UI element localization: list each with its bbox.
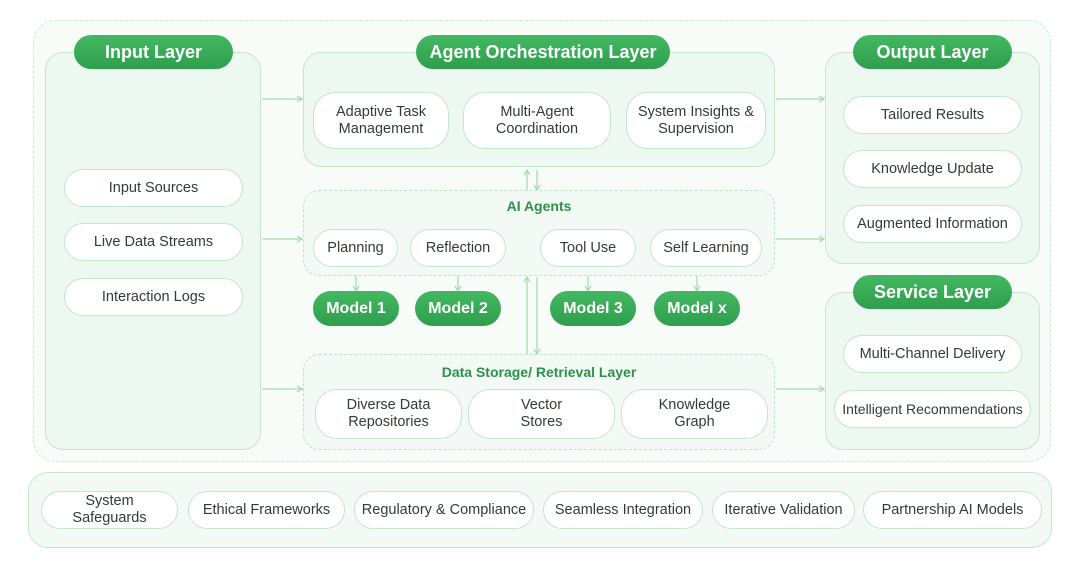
input-sources-item: Input Sources bbox=[64, 169, 243, 207]
ethical-frameworks-item: Ethical Frameworks bbox=[188, 491, 345, 529]
tool-use-item: Tool Use bbox=[540, 229, 636, 267]
vector-stores-item: Vector Stores bbox=[468, 389, 615, 439]
knowledge-update-item: Knowledge Update bbox=[843, 150, 1022, 188]
tailored-results-item: Tailored Results bbox=[843, 96, 1022, 134]
regulatory-compliance-item: Regulatory & Compliance bbox=[354, 491, 534, 529]
model-3-badge: Model 3 bbox=[550, 291, 636, 326]
intelligent-recommendations-item: Intelligent Recommendations bbox=[834, 390, 1031, 428]
ai-agents-title: AI Agents bbox=[506, 198, 572, 214]
augmented-information-item: Augmented Information bbox=[843, 205, 1022, 243]
multi-agent-coordination-item: Multi-Agent Coordination bbox=[463, 92, 611, 149]
diverse-data-repositories-item: Diverse Data Repositories bbox=[315, 389, 462, 439]
multi-channel-delivery-item: Multi-Channel Delivery bbox=[843, 335, 1022, 373]
partnership-ai-models-item: Partnership AI Models bbox=[863, 491, 1042, 529]
live-data-streams-item: Live Data Streams bbox=[64, 223, 243, 261]
seamless-integration-item: Seamless Integration bbox=[543, 491, 703, 529]
interaction-logs-item: Interaction Logs bbox=[64, 278, 243, 316]
system-insights-supervision-item: System Insights & Supervision bbox=[626, 92, 766, 149]
system-safeguards-item: System Safeguards bbox=[41, 491, 178, 529]
planning-item: Planning bbox=[313, 229, 398, 267]
model-2-badge: Model 2 bbox=[415, 291, 501, 326]
adaptive-task-management-item: Adaptive Task Management bbox=[313, 92, 449, 149]
self-learning-item: Self Learning bbox=[650, 229, 762, 267]
reflection-item: Reflection bbox=[410, 229, 506, 267]
knowledge-graph-item: Knowledge Graph bbox=[621, 389, 768, 439]
output-layer-title: Output Layer bbox=[853, 35, 1012, 69]
data-storage-title: Data Storage/ Retrieval Layer bbox=[441, 364, 637, 380]
model-x-badge: Model x bbox=[654, 291, 740, 326]
service-layer-title: Service Layer bbox=[853, 275, 1012, 309]
model-1-badge: Model 1 bbox=[313, 291, 399, 326]
input-layer-title: Input Layer bbox=[74, 35, 233, 69]
orchestration-layer-title: Agent Orchestration Layer bbox=[416, 35, 670, 69]
iterative-validation-item: Iterative Validation bbox=[712, 491, 855, 529]
